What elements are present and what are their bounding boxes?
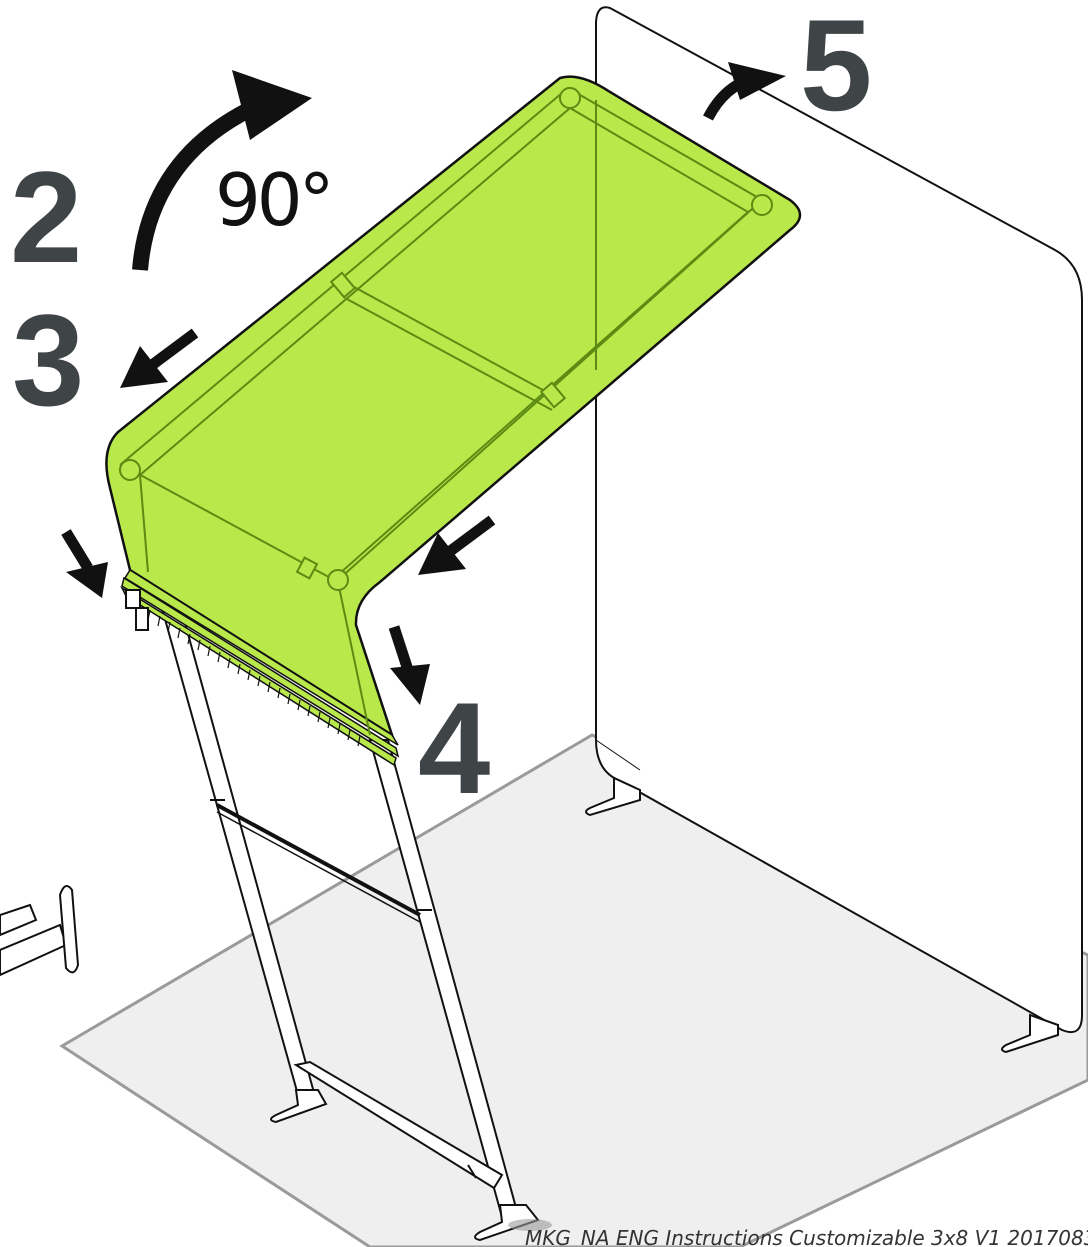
canopy-frame-joints [119, 87, 773, 591]
footer-document-id: MKG_NA ENG Instructions Customizable 3x8… [525, 1226, 1088, 1247]
canopy-fabric [105, 75, 802, 767]
step-number-5: 5 [800, 0, 872, 138]
step-number-3: 3 [12, 287, 84, 433]
step-number-2: 2 [10, 144, 82, 290]
step4-arrows [61, 529, 430, 705]
rotation-angle-label: 90° [215, 158, 331, 242]
side-frame-partial [0, 885, 80, 977]
step5-arrow [703, 62, 786, 121]
step3-arrows [120, 328, 496, 575]
back-wall-shadow [595, 739, 641, 771]
zipper-pull [125, 589, 149, 631]
rotation-arrow [132, 70, 312, 271]
front-frame-feet [270, 1089, 552, 1242]
step-number-4: 4 [418, 675, 490, 821]
back-wall-feet [585, 776, 1059, 1054]
